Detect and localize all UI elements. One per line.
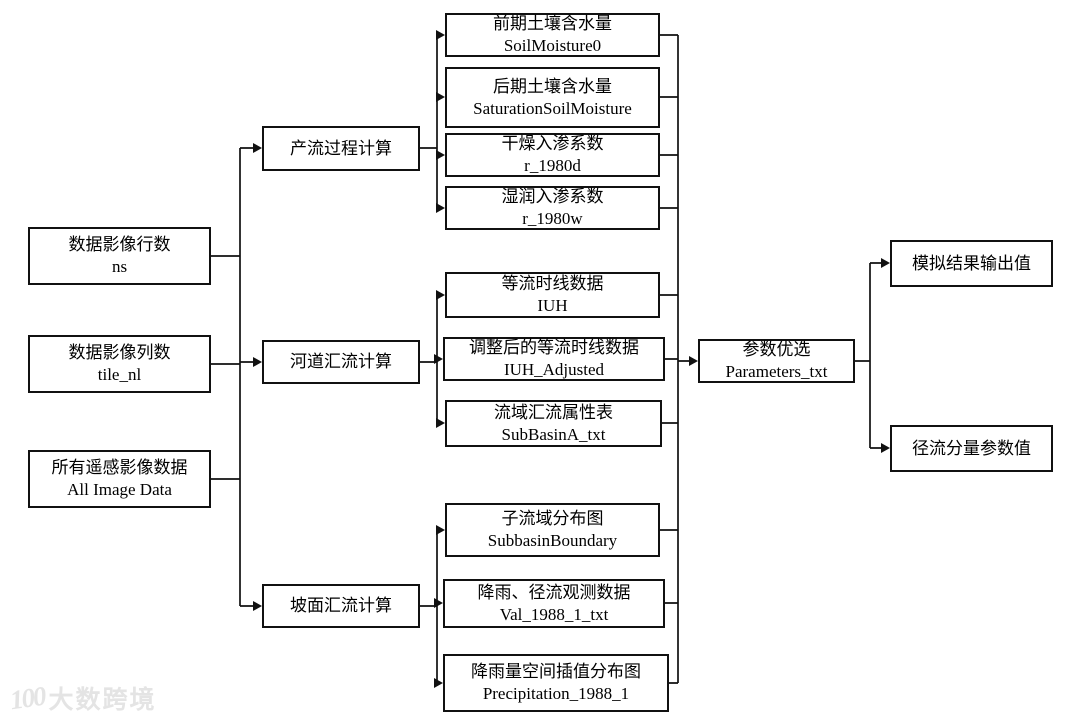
optimizer-box-parameters-txt: 参数优选 Parameters_txt xyxy=(698,339,855,383)
result-box-runoff-component-params: 径流分量参数值 xyxy=(890,425,1053,472)
watermark-logo: 100 xyxy=(8,680,47,715)
dataset-box-r1980w: 湿润入渗系数 r_1980w xyxy=(445,186,660,230)
dataset-code: SaturationSoilMoisture xyxy=(473,98,632,118)
dataset-code: SubBasinA_txt xyxy=(501,424,606,444)
dataset-code: IUH xyxy=(537,296,568,315)
dataset-code: r_1980w xyxy=(522,209,583,228)
dataset-box-subbasin-boundary: 子流域分布图 SubbasinBoundary xyxy=(445,503,660,557)
dataset-label: 降雨、径流观测数据 xyxy=(477,582,631,602)
input-label: 数据影像行数 xyxy=(68,235,171,255)
dataset-code: Val_1988_1_txt xyxy=(499,604,609,624)
result-label: 模拟结果输出值 xyxy=(912,253,1031,273)
dataset-label: 前期土壤含水量 xyxy=(493,14,612,34)
dataset-code: Precipitation_1988_1 xyxy=(482,684,630,703)
dataset-code: SoilMoisture0 xyxy=(503,36,602,55)
result-box-simulation-output: 模拟结果输出值 xyxy=(890,240,1053,287)
process-label: 产流过程计算 xyxy=(290,138,392,158)
watermark: 100 大数跨境 xyxy=(8,680,157,716)
input-code: All Image Data xyxy=(67,480,172,499)
input-box-all-image-data: 所有遥感影像数据 All Image Data xyxy=(28,450,211,508)
dataset-label: 调整后的等流时线数据 xyxy=(469,338,639,358)
dataset-box-val-1988-1-txt: 降雨、径流观测数据 Val_1988_1_txt xyxy=(443,579,665,628)
input-label: 数据影像列数 xyxy=(68,343,171,363)
input-code: tile_nl xyxy=(97,365,142,384)
result-label: 径流分量参数值 xyxy=(912,438,1031,458)
input-box-cols: 数据影像列数 tile_nl xyxy=(28,335,211,393)
watermark-text: 大数跨境 xyxy=(48,687,157,714)
dataset-label: 降雨量空间插值分布图 xyxy=(471,662,641,682)
dataset-code: SubbasinBoundary xyxy=(487,531,618,550)
optimizer-label: 参数优选 xyxy=(742,340,811,360)
input-label: 所有遥感影像数据 xyxy=(51,458,188,478)
dataset-label: 子流域分布图 xyxy=(501,509,604,529)
optimizer-code: Parameters_txt xyxy=(725,362,828,381)
dataset-box-precipitation-1988-1: 降雨量空间插值分布图 Precipitation_1988_1 xyxy=(443,654,669,712)
dataset-label: 等流时线数据 xyxy=(501,274,604,294)
dataset-box-r1980d: 干燥入渗系数 r_1980d xyxy=(445,133,660,177)
dataset-box-saturation-soilmoisture: 后期土壤含水量 SaturationSoilMoisture xyxy=(445,67,660,128)
dataset-box-soilmoisture0: 前期土壤含水量 SoilMoisture0 xyxy=(445,13,660,57)
dataset-box-iuh: 等流时线数据 IUH xyxy=(445,272,660,318)
dataset-box-subbasina-txt: 流域汇流属性表 SubBasinA_txt xyxy=(445,400,662,447)
dataset-code: IUH_Adjusted xyxy=(503,360,605,379)
arrowheads xyxy=(253,30,890,688)
dataset-label: 流域汇流属性表 xyxy=(494,402,613,422)
process-box-runoff-generation: 产流过程计算 xyxy=(262,126,420,171)
dataset-box-iuh-adjusted: 调整后的等流时线数据 IUH_Adjusted xyxy=(443,337,665,381)
dataset-label: 湿润入渗系数 xyxy=(501,187,604,207)
input-code: ns xyxy=(111,257,128,276)
process-box-channel-routing: 河道汇流计算 xyxy=(262,340,420,384)
input-box-rows: 数据影像行数 ns xyxy=(28,227,211,285)
process-label: 坡面汇流计算 xyxy=(290,596,392,616)
dataset-label: 干燥入渗系数 xyxy=(501,134,604,154)
dataset-label: 后期土壤含水量 xyxy=(493,76,612,96)
process-box-slope-routing: 坡面汇流计算 xyxy=(262,584,420,628)
process-label: 河道汇流计算 xyxy=(290,352,392,372)
dataset-code: r_1980d xyxy=(524,156,581,175)
